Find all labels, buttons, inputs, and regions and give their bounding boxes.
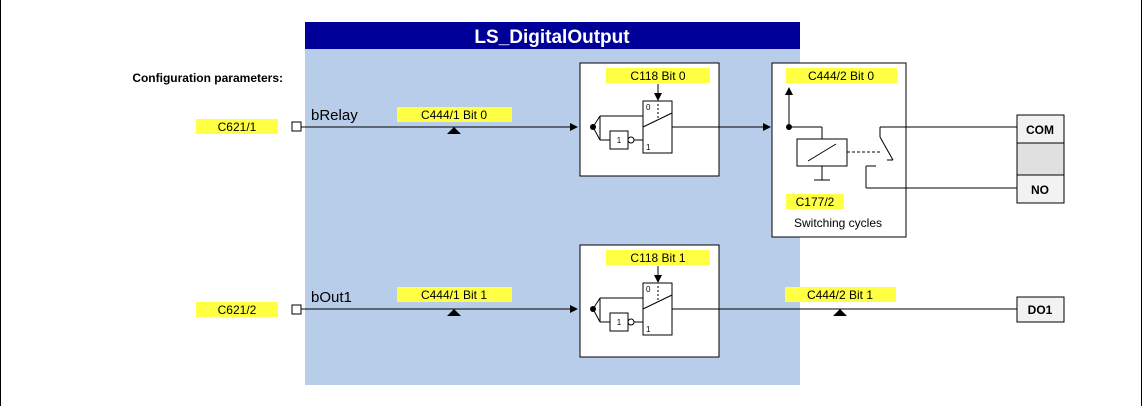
diag-c444-2-bit1[interactable]: C444/2 Bit 1 xyxy=(807,288,873,302)
not-gate-1-label: 1 xyxy=(617,136,622,145)
diag-c444-1-bit1-box xyxy=(397,287,512,302)
switch-2-bottom-label: 1 xyxy=(646,325,651,334)
switch-2-top-label: 0 xyxy=(646,285,651,294)
diag-c444-2-bit0[interactable]: C444/2 Bit 0 xyxy=(808,69,874,83)
c118-bit1-box xyxy=(606,250,710,265)
relay-coil-slash xyxy=(807,143,837,162)
diag-c444-1-bit0[interactable]: C444/1 Bit 0 xyxy=(421,108,487,122)
input-terminal-bout1 xyxy=(291,304,302,315)
input-brelay-label: bRelay xyxy=(311,107,358,124)
terminal-do1-label: DO1 xyxy=(1028,303,1053,317)
not-gate-1-bubble xyxy=(627,136,635,144)
not-gate-2-label: 1 xyxy=(617,318,622,327)
param-c621-1[interactable]: C621/1 xyxy=(218,120,257,134)
terminal-com-label: COM xyxy=(1026,123,1054,137)
switch-1-contact xyxy=(642,112,673,128)
c118-bit0-box xyxy=(606,68,710,83)
config-parameters-label: Configuration parameters: xyxy=(132,71,283,85)
relay-contact xyxy=(879,136,894,161)
input-terminal-brelay xyxy=(291,121,302,132)
title-bar xyxy=(305,22,800,49)
c177-2-box xyxy=(786,194,844,209)
terminal-do1[interactable] xyxy=(1016,296,1065,323)
junction-2-down xyxy=(592,308,601,323)
not-gate-2-bubble xyxy=(627,318,635,326)
function-block-panel xyxy=(305,22,800,385)
probe-marker-in2 xyxy=(447,309,461,316)
junction-2-up xyxy=(592,297,601,310)
block-title: LS_DigitalOutput xyxy=(474,27,630,48)
probe-marker-in1 xyxy=(447,127,461,134)
switch-2-contact xyxy=(642,294,673,310)
terminal-no-label: NO xyxy=(1031,183,1049,197)
junction-1-down xyxy=(592,126,601,141)
switching-cycles-label: Switching cycles xyxy=(794,216,882,230)
switch-1-bottom-label: 1 xyxy=(646,143,651,152)
c177-2[interactable]: C177/2 xyxy=(796,195,835,209)
param-c621-1-box xyxy=(196,119,278,134)
diag-c444-1-bit0-box xyxy=(397,107,512,122)
switch-1-top-label: 0 xyxy=(646,103,651,112)
terminal-no[interactable] xyxy=(1016,174,1065,204)
c444-2-bit0-box xyxy=(786,68,897,83)
terminal-com[interactable] xyxy=(1016,114,1065,144)
probe-marker-out1 xyxy=(833,309,847,316)
c118-bit1[interactable]: C118 Bit 1 xyxy=(630,251,685,265)
c118-bit0[interactable]: C118 Bit 0 xyxy=(630,69,685,83)
junction-1-up xyxy=(592,115,601,128)
param-c621-2[interactable]: C621/2 xyxy=(218,303,257,317)
param-c621-2-box xyxy=(196,302,278,317)
diag-c444-1-bit1[interactable]: C444/1 Bit 1 xyxy=(421,288,487,302)
diag-c444-2-bit1-box xyxy=(785,287,896,302)
input-bout1-label: bOut1 xyxy=(311,289,352,306)
